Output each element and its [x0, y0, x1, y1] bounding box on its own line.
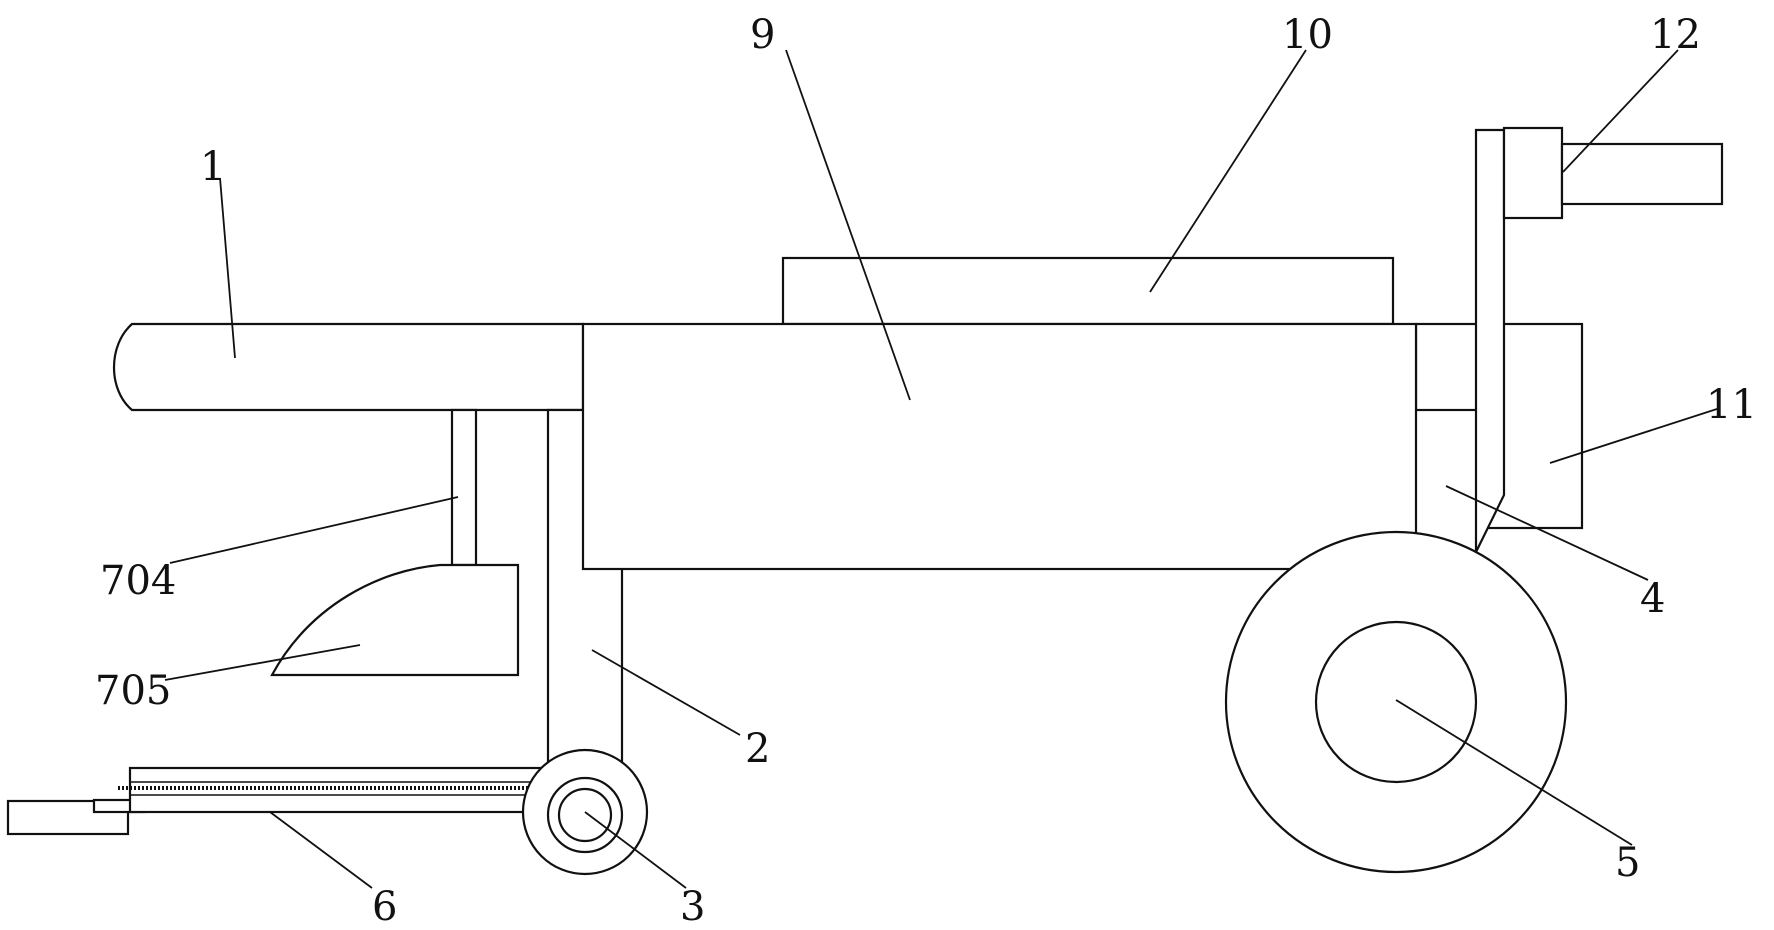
leader-10	[1149, 49, 1307, 293]
right-tube-stub	[1414, 322, 1480, 412]
handle-tube	[113, 322, 585, 412]
callout-12: 12	[1650, 12, 1701, 58]
leader-4	[1445, 485, 1649, 581]
vertical-post	[450, 408, 478, 567]
motor-shaft	[1560, 142, 1724, 206]
large-wheel-hub	[1314, 620, 1478, 784]
top-cover-plate	[781, 256, 1395, 326]
leader-2	[591, 649, 741, 736]
leader-11	[1549, 407, 1721, 464]
callout-9: 9	[750, 12, 775, 58]
small-wheel-hub	[557, 787, 613, 843]
leader-6	[269, 811, 373, 889]
leader-3	[584, 811, 687, 889]
callout-11: 11	[1706, 382, 1757, 428]
leader-5	[1395, 699, 1633, 846]
callout-10: 10	[1282, 12, 1333, 58]
shovel-blade	[270, 563, 520, 677]
main-body	[581, 322, 1418, 571]
leader-12	[1562, 49, 1679, 173]
leader-704	[169, 496, 459, 564]
bracket-arm	[1474, 128, 1506, 553]
leader-9	[785, 49, 911, 401]
callout-2: 2	[745, 726, 770, 772]
callout-705: 705	[95, 668, 171, 714]
callout-4: 4	[1640, 576, 1665, 622]
callout-3: 3	[680, 884, 705, 930]
callout-6: 6	[372, 884, 397, 930]
leader-1	[219, 177, 236, 359]
callout-704: 704	[100, 558, 176, 604]
motor-housing	[1502, 126, 1564, 220]
leader-705	[164, 644, 361, 681]
callout-1: 1	[200, 144, 225, 190]
callout-5: 5	[1615, 840, 1640, 886]
